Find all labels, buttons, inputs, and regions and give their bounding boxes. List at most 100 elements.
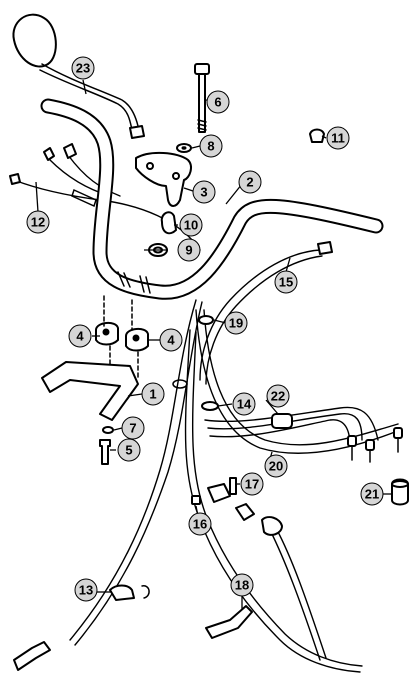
callouts: 23 6 8 11 2 3 10 9 12 15 19 4 4 1 14 22 … [26,56,384,602]
throttle-cable-upper [199,249,321,381]
clamp-plate [135,152,192,207]
clutch-cable-fitting [109,584,135,601]
callout-10: 10 [179,213,203,237]
callout-9: 9 [177,238,201,262]
cable-12-c [67,154,121,197]
svg-text:15: 15 [279,275,293,290]
callout-20: 20 [264,454,288,478]
svg-text:4: 4 [76,329,84,344]
svg-text:17: 17 [245,477,259,492]
knurl-marks [117,271,151,294]
svg-text:20: 20 [269,459,283,474]
washer-6 [102,426,114,434]
speedo-cable-b [275,527,327,659]
svg-text:23: 23 [76,61,90,76]
bolt-thread [197,119,207,131]
svg-text:6: 6 [214,95,221,110]
svg-text:13: 13 [79,583,93,598]
callout-1: 1 [141,382,165,406]
bolt-head [194,63,210,75]
wire-bundle-22 [204,406,379,441]
callout-22: 22 [266,384,290,408]
cable-clip [201,401,219,411]
throttle-end [317,241,333,255]
callout-6: 7 [121,416,145,440]
cable-clip-b [172,379,188,389]
clutch-cable-end [13,641,51,671]
speedo-cable [269,529,321,661]
clamp-hole-1 [146,162,154,170]
callout-19: 19 [224,311,248,335]
callout-12: 12 [26,210,50,234]
riser-left-hole [102,328,110,336]
alignment-lines [103,295,139,379]
leader-lines [35,79,392,610]
callout-14: 14 [232,392,256,416]
rubber-pad [160,211,177,235]
callout-3: 3 [192,180,216,204]
switch-housing [207,483,231,503]
svg-text:14: 14 [237,397,252,412]
screw-17 [229,477,237,495]
callout-7: 6 [206,90,230,114]
callout-5: 5 [117,438,141,462]
svg-text:2: 2 [246,175,253,190]
speedo-fitting [235,503,255,521]
cable-18 [184,329,361,673]
callout-11: 11 [326,126,350,150]
long-bolt [194,63,210,133]
clutch-cable-hook [141,585,150,599]
callout-8: 8 [199,134,223,158]
callout-15: 15 [274,270,298,294]
throttle-cable-lower [205,255,323,385]
callout-16: 16 [188,512,212,536]
mirror-base [129,125,145,139]
callout-2: 2 [238,170,262,194]
bracket [41,361,139,421]
svg-text:5: 5 [125,443,132,458]
left-cable-heads [9,143,97,208]
mirror-stalk-2 [39,69,133,131]
svg-text:3: 3 [200,185,207,200]
clamp-hole-2 [172,172,180,180]
wire-bundle-22b [207,413,363,441]
cables [13,154,401,673]
svg-text:8: 8 [207,139,214,154]
cable-18b [191,331,363,667]
svg-text:11: 11 [331,131,345,146]
svg-text:16: 16 [193,517,207,532]
right-cable-ends [347,427,403,463]
svg-text:9: 9 [185,243,192,258]
connector-22 [271,413,293,429]
svg-text:1: 1 [149,387,156,402]
callout-18: 18 [230,573,254,597]
callout-17: 17 [240,472,264,496]
svg-text:21: 21 [365,487,379,502]
handlebar [40,98,384,300]
wire-bundle-22c [209,419,351,447]
callout-23: 23 [71,56,95,80]
cylinder-21-top [391,480,409,488]
mirror-stalk [41,63,139,127]
mirror-head [12,13,57,68]
callout-13: 13 [74,578,98,602]
bolt-shaft [198,73,206,133]
cap-11 [309,128,325,143]
speedo-nut [261,516,283,536]
bolt-5 [99,439,111,465]
svg-text:19: 19 [229,316,243,331]
svg-text:10: 10 [184,218,198,233]
mirror-assembly [12,13,145,139]
cable-clip-19 [198,315,214,325]
svg-text:12: 12 [31,215,45,230]
callout-4-right: 4 [159,328,183,352]
riser-right-hole [132,334,140,342]
svg-text:22: 22 [271,389,285,404]
svg-text:7: 7 [129,421,136,436]
washer-8-hole [181,146,187,150]
clutch-cable [69,299,197,641]
svg-text:4: 4 [167,333,175,348]
callout-21: 21 [360,482,384,506]
screw-16 [191,495,201,505]
